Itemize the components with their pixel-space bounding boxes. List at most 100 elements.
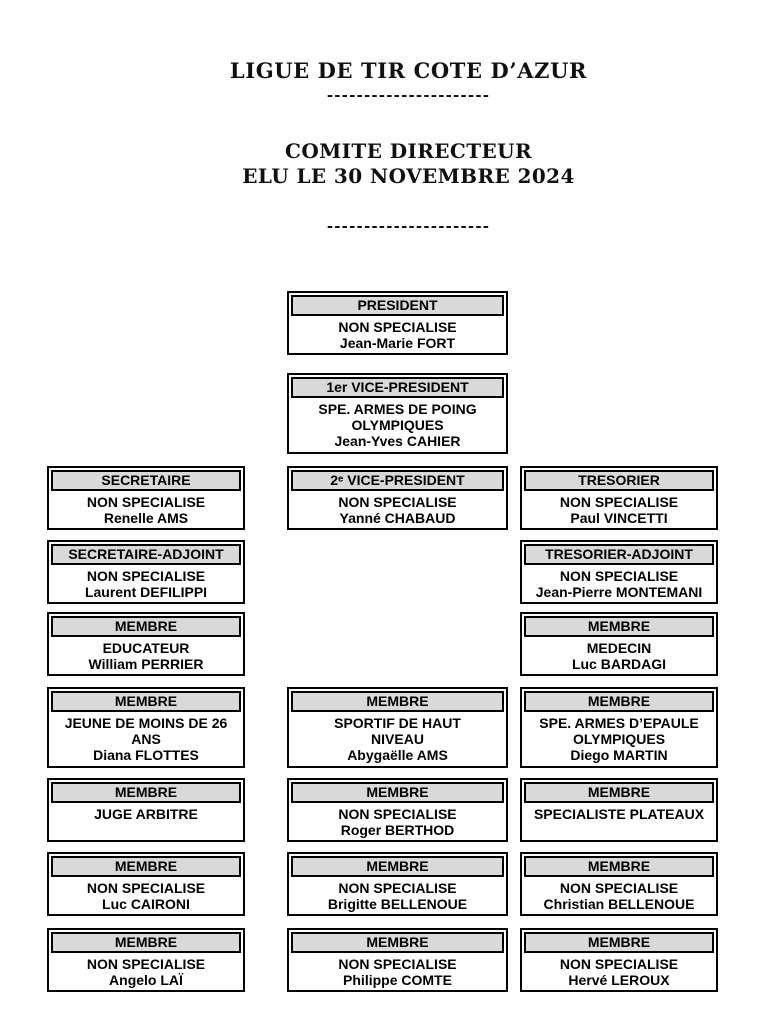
box-specialty: JUGE ARBITRE <box>94 806 198 822</box>
box-membre-non-specialise-lai: MEMBRE NON SPECIALISE Angelo LAÏ <box>47 928 245 992</box>
box-person: Diego MARTIN <box>570 747 668 763</box>
box-2e-vice-president: 2ᵉ VICE-PRESIDENT NON SPECIALISE Yanné C… <box>287 466 508 530</box>
box-membre-specialiste-plateaux: MEMBRE SPECIALISTE PLATEAUX <box>520 778 718 842</box>
box-specialty: NON SPECIALISE <box>86 568 206 584</box>
box-specialty: NON SPECIALISE <box>86 956 206 972</box>
box-tresorier: TRESORIER NON SPECIALISE Paul VINCETTI <box>520 466 718 530</box>
box-title: MEMBRE <box>524 616 714 637</box>
box-title: MEMBRE <box>524 782 714 803</box>
box-membre-jeune: MEMBRE JEUNE DE MOINS DE 26 ANS Diana FL… <box>47 687 245 768</box>
box-body: NON SPECIALISE Hervé LEROUX <box>522 955 716 988</box>
box-body: SPE. ARMES D’EPAULE OLYMPIQUES Diego MAR… <box>522 714 716 763</box>
box-secretaire-adjoint: SECRETAIRE-ADJOINT NON SPECIALISE Lauren… <box>47 540 245 604</box>
box-body: NON SPECIALISE Jean-Marie FORT <box>289 318 506 351</box>
box-specialty: NON SPECIALISE <box>559 880 679 896</box>
box-specialty: NON SPECIALISE <box>338 880 457 896</box>
box-person: Jean-Marie FORT <box>339 335 456 351</box>
box-person: Christian BELLENOUE <box>543 896 695 912</box>
box-title: SECRETAIRE <box>51 470 241 491</box>
box-title: SECRETAIRE-ADJOINT <box>51 544 241 565</box>
box-title: 1er VICE-PRESIDENT <box>291 377 504 398</box>
box-specialty-line2: ANS <box>131 731 161 747</box>
box-specialty: EDUCATEUR <box>102 640 190 656</box>
box-membre-armes-epaule: MEMBRE SPE. ARMES D’EPAULE OLYMPIQUES Di… <box>520 687 718 768</box>
box-membre-non-specialise-leroux: MEMBRE NON SPECIALISE Hervé LEROUX <box>520 928 718 992</box>
box-specialty: NON SPECIALISE <box>338 494 457 510</box>
box-person: Angelo LAÏ <box>109 972 183 988</box>
box-person: Luc CAIRONI <box>102 896 190 912</box>
box-body: NON SPECIALISE Jean-Pierre MONTEMANI <box>522 567 716 600</box>
box-body: NON SPECIALISE Paul VINCETTI <box>522 493 716 526</box>
box-title: MEMBRE <box>524 932 714 953</box>
box-secretaire: SECRETAIRE NON SPECIALISE Renelle AMS <box>47 466 245 530</box>
box-title: MEMBRE <box>291 691 504 712</box>
box-title: PRESIDENT <box>291 295 504 316</box>
box-person: Yanné CHABAUD <box>339 510 456 526</box>
box-specialty: SPECIALISTE PLATEAUX <box>533 806 705 822</box>
box-person: Hervé LEROUX <box>568 972 670 988</box>
box-body: SPE. ARMES DE POING OLYMPIQUES Jean-Yves… <box>289 400 506 449</box>
box-body: NON SPECIALISE Luc CAIRONI <box>49 879 243 912</box>
box-title: 2ᵉ VICE-PRESIDENT <box>291 470 504 491</box>
box-membre-juge-arbitre: MEMBRE JUGE ARBITRE <box>47 778 245 842</box>
box-specialty: SPE. ARMES DE POING <box>318 401 477 417</box>
box-specialty: NON SPECIALISE <box>338 956 457 972</box>
box-body: NON SPECIALISE Laurent DEFILIPPI <box>49 567 243 600</box>
box-membre-non-specialise-caironi: MEMBRE NON SPECIALISE Luc CAIRONI <box>47 852 245 916</box>
box-membre-non-specialise-christian-bellenoue: MEMBRE NON SPECIALISE Christian BELLENOU… <box>520 852 718 916</box>
box-specialty: NON SPECIALISE <box>86 880 206 896</box>
box-title: TRESORIER <box>524 470 714 491</box>
box-title: MEMBRE <box>51 782 241 803</box>
box-specialty: NON SPECIALISE <box>86 494 206 510</box>
box-body: SPECIALISTE PLATEAUX <box>522 805 716 822</box>
box-specialty: NON SPECIALISE <box>559 494 679 510</box>
box-membre-sportif-haut-niveau: MEMBRE SPORTIF DE HAUT NIVEAU Abygaëlle … <box>287 687 508 768</box>
box-title: MEMBRE <box>291 782 504 803</box>
box-body: NON SPECIALISE Philippe COMTE <box>289 955 506 988</box>
box-president: PRESIDENT NON SPECIALISE Jean-Marie FORT <box>287 291 508 355</box>
box-title: MEMBRE <box>524 691 714 712</box>
box-specialty-line2: OLYMPIQUES <box>351 417 444 433</box>
box-body: EDUCATEUR William PERRIER <box>49 639 243 672</box>
box-specialty: NON SPECIALISE <box>559 956 679 972</box>
box-person: Paul VINCETTI <box>570 510 668 526</box>
box-specialty: SPORTIF DE HAUT <box>334 715 461 731</box>
box-person: Laurent DEFILIPPI <box>84 584 208 600</box>
box-specialty: NON SPECIALISE <box>338 319 457 335</box>
subtitle-committee: COMITE DIRECTEUR <box>285 139 532 163</box>
box-body: SPORTIF DE HAUT NIVEAU Abygaëlle AMS <box>289 714 506 763</box>
page-title: LIGUE DE TIR COTE D’AZUR <box>229 58 588 83</box>
box-membre-non-specialise-berthod: MEMBRE NON SPECIALISE Roger BERTHOD <box>287 778 508 842</box>
box-title: MEMBRE <box>51 616 241 637</box>
box-title: MEMBRE <box>51 932 241 953</box>
box-person: Roger BERTHOD <box>340 822 455 838</box>
divider-line: ---------------------- <box>326 86 491 104</box>
box-title: TRESORIER-ADJOINT <box>524 544 714 565</box>
box-body: NON SPECIALISE Yanné CHABAUD <box>289 493 506 526</box>
box-person: Jean-Pierre MONTEMANI <box>535 584 703 600</box>
box-1er-vice-president: 1er VICE-PRESIDENT SPE. ARMES DE POING O… <box>287 373 508 454</box>
box-person: Abygaëlle AMS <box>347 747 448 763</box>
box-person: Renelle AMS <box>103 510 189 526</box>
box-specialty: JEUNE DE MOINS DE 26 <box>64 715 228 731</box>
box-specialty: NON SPECIALISE <box>338 806 457 822</box>
box-body: NON SPECIALISE Christian BELLENOUE <box>522 879 716 912</box>
box-title: MEMBRE <box>291 932 504 953</box>
box-title: MEMBRE <box>51 856 241 877</box>
box-body: JEUNE DE MOINS DE 26 ANS Diana FLOTTES <box>49 714 243 763</box>
box-title: MEMBRE <box>51 691 241 712</box>
subtitle-election-date: ELU LE 30 NOVEMBRE 2024 <box>242 164 575 188</box>
box-body: NON SPECIALISE Brigitte BELLENOUE <box>289 879 506 912</box>
box-person: Philippe COMTE <box>343 972 452 988</box>
box-person: Jean-Yves CAHIER <box>334 433 461 449</box>
box-specialty: MEDECIN <box>586 640 652 656</box>
box-person: Brigitte BELLENOUE <box>327 896 468 912</box>
box-specialty-line2: OLYMPIQUES <box>572 731 666 747</box>
box-body: MEDECIN Luc BARDAGI <box>522 639 716 672</box>
box-body: JUGE ARBITRE <box>49 805 243 822</box>
box-body: NON SPECIALISE Renelle AMS <box>49 493 243 526</box>
box-membre-non-specialise-brigitte-bellenoue: MEMBRE NON SPECIALISE Brigitte BELLENOUE <box>287 852 508 916</box>
box-body: NON SPECIALISE Roger BERTHOD <box>289 805 506 838</box>
box-membre-educateur: MEMBRE EDUCATEUR William PERRIER <box>47 612 245 676</box>
